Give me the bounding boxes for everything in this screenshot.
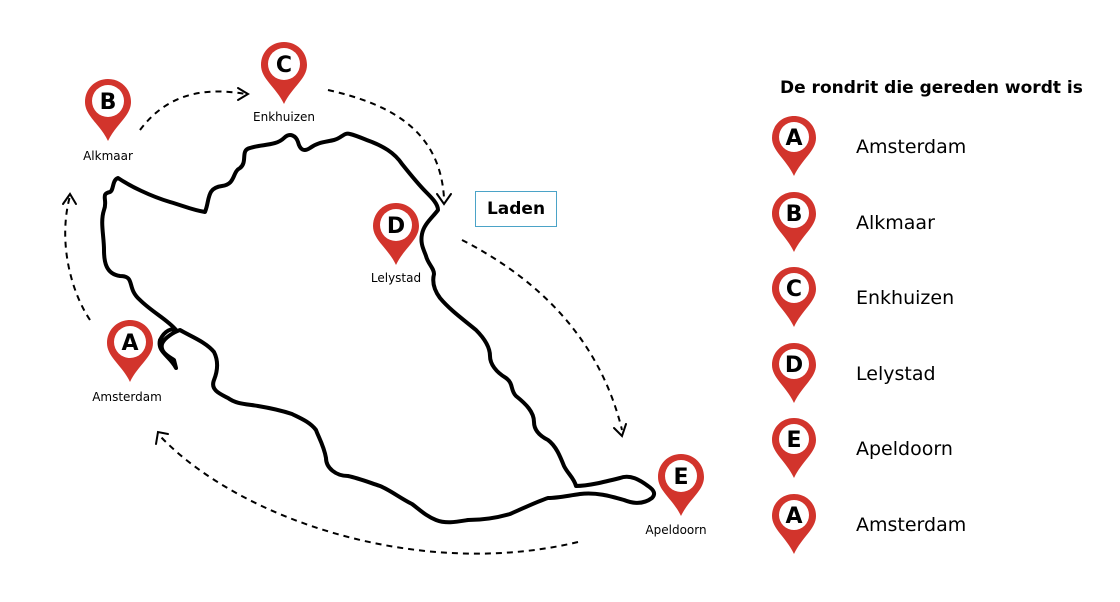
legend-item-3: C Enkhuizen (772, 267, 1112, 343)
svg-text:C: C (786, 277, 802, 302)
svg-text:B: B (786, 202, 803, 227)
legend-item-6: A Amsterdam (772, 493, 1112, 570)
pin-a-letter: A (121, 331, 138, 356)
legend-item-1: A Amsterdam (772, 116, 1112, 192)
legend-name: Lelystad (856, 362, 936, 385)
legend-pin-b: B (772, 191, 816, 252)
arrowhead-b (62, 192, 77, 205)
laden-label: Laden (486, 199, 546, 219)
legend-pin-d: D (772, 342, 816, 403)
svg-text:A: A (785, 126, 802, 151)
arrowhead-c (237, 87, 250, 101)
pin-e: E (658, 454, 704, 516)
place-label-apeldoorn: Apeldoorn (645, 523, 706, 537)
pin-c-letter: C (276, 53, 292, 78)
route-arrowheads (62, 87, 627, 445)
arrowhead-a (155, 430, 169, 445)
legend-name: Amsterdam (856, 513, 967, 536)
pin-c: C (261, 42, 307, 104)
route-arrows (64, 89, 623, 555)
legend-pin-a-return: A (772, 493, 816, 554)
route-arrow-b-c (139, 90, 247, 131)
svg-text:E: E (786, 428, 801, 453)
arrowhead-e (613, 423, 627, 438)
pin-e-letter: E (673, 465, 688, 490)
place-label-amsterdam: Amsterdam (92, 390, 162, 404)
legend-title: De rondrit die gereden wordt is (780, 78, 1083, 98)
pin-a: A (107, 320, 153, 382)
legend-name: Alkmaar (856, 211, 935, 234)
legend-list: A Amsterdam B Alkmaar C Enkhuizen D Lely… (772, 116, 1112, 569)
legend-name: Apeldoorn (856, 438, 953, 460)
svg-text:D: D (785, 353, 803, 378)
legend-pin-e: E (772, 418, 816, 478)
place-label-enkhuizen: Enkhuizen (253, 110, 315, 124)
route-arrow-e-a (159, 435, 579, 555)
legend-pin-c: C (772, 267, 816, 327)
route-arrow-d-e (461, 239, 623, 431)
pin-b-letter: B (100, 90, 117, 115)
laden-label-box: Laden (475, 191, 557, 227)
place-label-alkmaar: Alkmaar (83, 149, 133, 163)
legend-item-4: D Lelystad (772, 342, 1112, 419)
region-outline (100, 131, 657, 525)
legend-item-5: E Apeldoorn (772, 418, 1112, 494)
legend-item-2: B Alkmaar (772, 191, 1112, 268)
pin-b: B (85, 79, 131, 141)
route-arrow-c-d (327, 89, 445, 199)
arrowhead-d (436, 193, 452, 206)
legend-name: Enkhuizen (856, 287, 955, 309)
route-arrow-a-b (64, 195, 91, 321)
legend-pin-a: A (772, 116, 816, 176)
pin-d-letter: D (387, 214, 405, 239)
place-label-lelystad: Lelystad (371, 271, 421, 285)
svg-text:A: A (785, 504, 802, 529)
legend-name: Amsterdam (856, 136, 967, 158)
pin-d: D (373, 203, 419, 265)
